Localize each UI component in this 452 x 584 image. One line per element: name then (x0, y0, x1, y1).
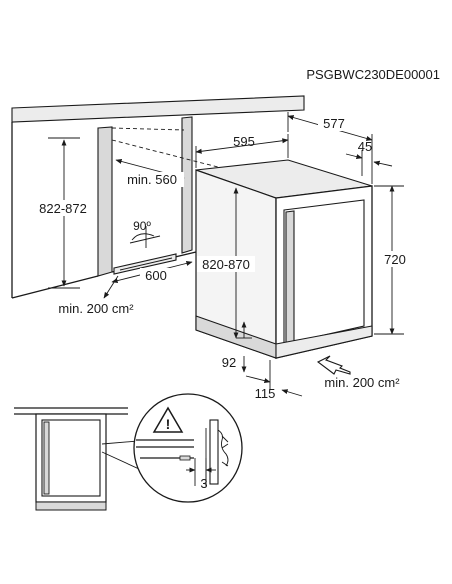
front-view (14, 407, 151, 511)
appliance-drawing (195, 159, 373, 359)
niche-width-dimension: 600 (111, 260, 193, 284)
vent-left-label: min. 200 cm² (58, 301, 134, 316)
svg-text:!: ! (166, 416, 171, 432)
appliance-height-label: 820-870 (202, 257, 250, 272)
top-height-dimension: 720 (374, 185, 410, 335)
gap-label: 3 (200, 476, 207, 491)
width-dimension: 595 (195, 134, 289, 168)
niche-depth-dimension: min. 560 (115, 159, 185, 187)
niche-depth-label: min. 560 (127, 172, 177, 187)
niche-width-label: 600 (145, 268, 167, 283)
plinth-depth-dimension: 115 (245, 360, 303, 401)
door-glass (283, 199, 365, 345)
detail-circle: ! 3 (133, 393, 243, 503)
airflow-arrow-icon (316, 355, 351, 375)
vent-right-label: min. 200 cm² (324, 375, 400, 390)
vent-left: min. 200 cm² (58, 275, 134, 316)
plinth-depth-label: 115 (255, 386, 276, 401)
plinth-height-label: 92 (222, 355, 236, 370)
niche-height-label: 822-872 (39, 201, 87, 216)
plinth-height-dimension: 92 (222, 321, 252, 373)
front-door-handle (43, 421, 50, 495)
depth-dimension: 577 (287, 112, 373, 184)
door-angle-dimension: 90º (129, 219, 161, 248)
width-label: 595 (233, 134, 255, 149)
warning-icon: ! (152, 406, 184, 433)
right-cabinet-panel (181, 116, 193, 254)
model-code: PSGBWC230DE00001 (306, 67, 440, 82)
countertop (11, 95, 305, 123)
vent-right: min. 200 cm² (316, 355, 400, 390)
depth-label: 577 (323, 116, 345, 131)
door-handle (285, 210, 295, 345)
door-depth-dimension: 45 (345, 139, 393, 176)
door-angle-label: 90º (133, 219, 151, 233)
top-height-label: 720 (384, 252, 406, 267)
door-depth-label: 45 (358, 139, 372, 154)
appliance-height-dimension: 820-870 (197, 187, 255, 339)
left-cabinet-panel (97, 126, 113, 277)
niche-height-dimension: 822-872 (36, 137, 92, 289)
